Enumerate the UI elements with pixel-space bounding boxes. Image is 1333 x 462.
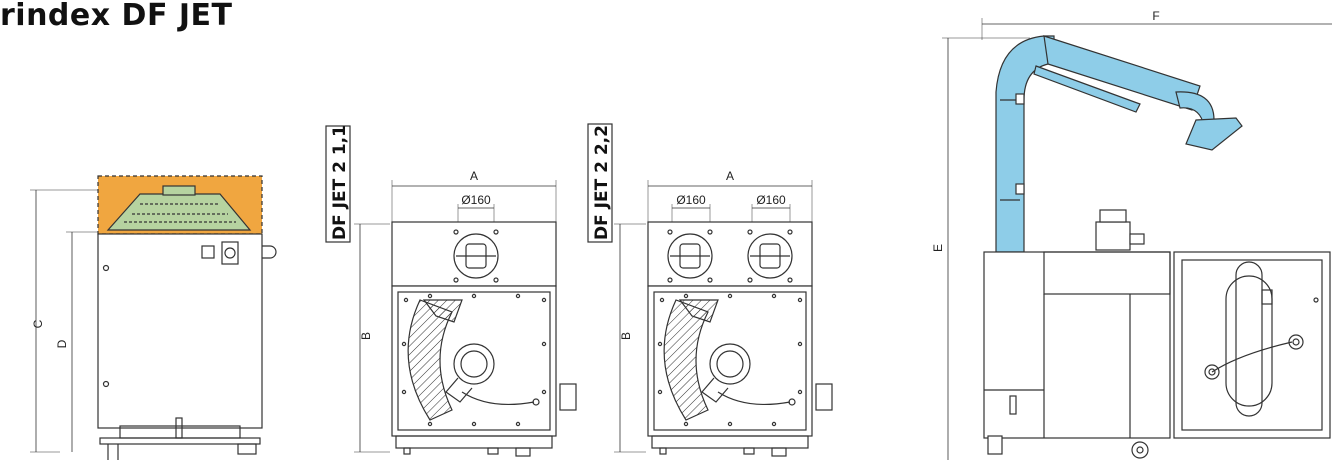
front-view-model-2 xyxy=(587,123,833,457)
dimension-label-b-2: B xyxy=(619,332,633,340)
dimension-label-a-2: A xyxy=(726,169,734,183)
dimension-label-b-1: B xyxy=(359,332,373,340)
dimension-label-e: E xyxy=(931,244,945,252)
model-label-1: DF JET 2 1,1 xyxy=(330,125,350,240)
extraction-arm xyxy=(995,35,1243,253)
page-title: rindex DF JET xyxy=(0,0,233,33)
front-view-model-1 xyxy=(325,125,577,457)
dimension-label-d: D xyxy=(55,339,69,348)
duct-diameter-label-1: Ø160 xyxy=(461,193,491,207)
dimension-label-c: C xyxy=(31,319,45,328)
hood-dome xyxy=(106,193,252,231)
model-label-2: DF JET 2 2,2 xyxy=(592,125,612,240)
duct-diameter-label-2b: Ø160 xyxy=(756,193,786,207)
dimension-label-f: F xyxy=(1152,9,1159,23)
dimension-label-a-1: A xyxy=(470,169,478,183)
side-view-with-arm xyxy=(942,18,1332,460)
side-view xyxy=(30,175,277,460)
duct-diameter-label-2a: Ø160 xyxy=(676,193,706,207)
